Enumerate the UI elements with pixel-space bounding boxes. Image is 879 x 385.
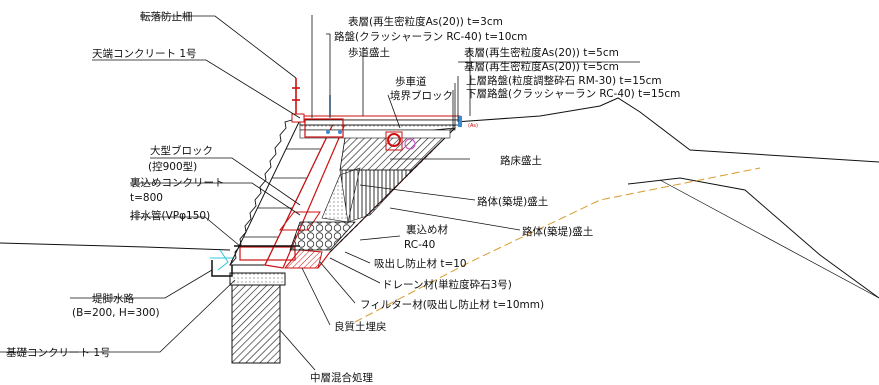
utility-marks (326, 116, 462, 134)
label-drain-material: ドレーン材(単粒度砕石3号) (382, 278, 512, 291)
label-subgrade-fill: 路床盛土 (500, 154, 542, 167)
label-top-concrete: 天端コンクリート 1号 (92, 47, 197, 60)
label-sidewalk-base: 路盤(クラッシャーラン RC-40) t=10cm (334, 30, 527, 43)
drain-material (289, 221, 356, 251)
toe-channel (210, 249, 234, 277)
label-toe-channel-2: (B=200, H=300) (72, 307, 160, 319)
as-mark: (As) (468, 123, 478, 129)
label-sidewalk-fill: 歩道盛土 (348, 46, 390, 59)
label-filter-material: フィルター材(吸出し防止材 t=10mm) (360, 298, 544, 311)
ground-lines (0, 97, 879, 299)
label-backfill-concrete-1: 裏込めコンクリート (130, 176, 225, 189)
label-road-upper-base: 上層路盤(粒度調整砕石 RM-30) t=15cm (466, 74, 662, 87)
foundation-concrete (229, 272, 286, 286)
label-backfill-concrete-2: t=800 (130, 192, 163, 204)
lower-block-red (239, 246, 296, 261)
label-suction-prevent: 吸出し防止材 t=10 (374, 257, 467, 270)
existing-ground-left (0, 242, 231, 251)
label-toe-channel-1: 堤脚水路 (92, 292, 134, 305)
label-road-lower-base: 下層路盤(クラッシャーラン RC-40) t=15cm (466, 87, 680, 100)
label-drain-pipe: 排水管(VPφ150) (130, 209, 210, 222)
embankment-fill (339, 169, 413, 223)
wall-face-sawtooth (229, 119, 293, 266)
label-foundation-concrete: 基礎コンクリート 1号 (6, 346, 111, 359)
label-sidewalk-surface: 表層(再生密粒度As(20)) t=3cm (348, 15, 503, 28)
label-curb-2: 境界ブロック (390, 89, 453, 102)
fall-prevention-fence (292, 78, 300, 114)
magenta-marker (404, 138, 416, 150)
block-joints (244, 148, 321, 238)
label-road-surface: 表層(再生密粒度As(20)) t=5cm (464, 46, 619, 59)
existing-ground-right (454, 97, 879, 163)
pavement (299, 115, 461, 139)
top-concrete (291, 113, 305, 123)
label-large-block-1: 大型ブロック (150, 144, 213, 157)
wall-base-red (283, 249, 323, 269)
label-road-binder: 基層(再生密粒度As(20)) t=5cm (464, 60, 619, 73)
label-mid-layer-mix: 中層混合処理 (310, 371, 373, 384)
label-embankment-1: 路体(築堤)盛土 (477, 195, 548, 208)
label-large-block-2: (控900型) (148, 160, 197, 173)
label-curb-1: 歩車道 (395, 75, 427, 88)
label-good-soil: 良質土埋戻 (334, 320, 387, 333)
leader-lines (0, 15, 640, 371)
label-backfill-material-1: 裏込め材 (406, 223, 448, 236)
labels: 転落防止柵 天端コンクリート 1号 表層(再生密粒度As(20)) t=3cm … (6, 10, 680, 384)
curb-block (385, 131, 416, 151)
existing-ground-right-lower (627, 177, 879, 299)
label-backfill-material-2: RC-40 (404, 239, 435, 251)
label-embankment-2: 路体(築堤)盛土 (522, 225, 593, 238)
mid-layer-mixing-block (231, 284, 281, 364)
design-line-dashed (354, 167, 761, 323)
label-fall-fence: 転落防止柵 (140, 10, 193, 23)
